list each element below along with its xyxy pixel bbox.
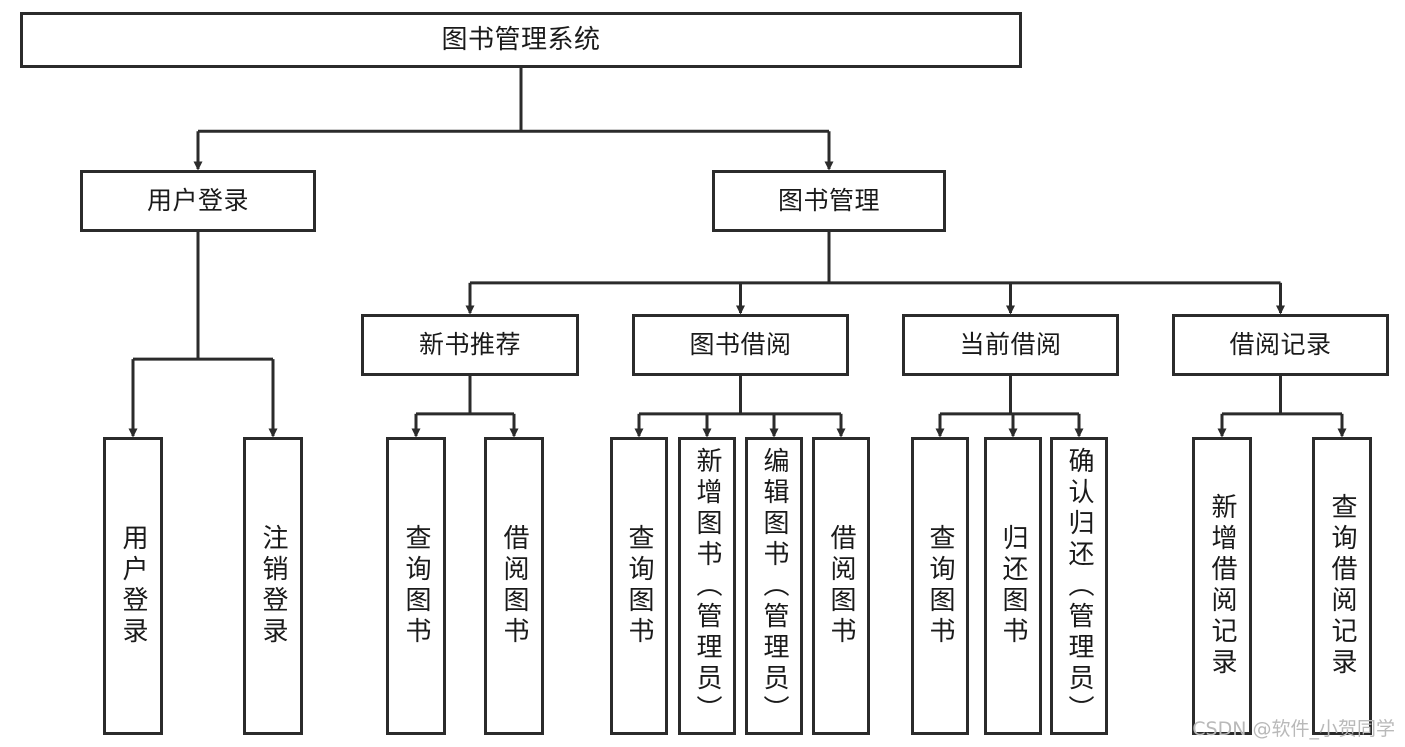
- node-label-leaf-re-add: 新增借阅记录: [1207, 493, 1237, 679]
- node-label-borrow: 图书借阅: [689, 330, 792, 360]
- node-label-leaf-nb-query: 查询图书: [401, 524, 431, 648]
- node-login[interactable]: 用户登录: [80, 170, 316, 232]
- node-records[interactable]: 借阅记录: [1172, 314, 1389, 376]
- node-label-leaf-bo-query: 查询图书: [624, 524, 654, 648]
- node-leaf-re-query[interactable]: 查询借阅记录: [1312, 437, 1372, 735]
- node-label-leaf-bo-edit: 编辑图书（管理员）: [759, 447, 789, 726]
- node-root[interactable]: 图书管理系统: [20, 12, 1022, 68]
- node-label-leaf-bo-add: 新增图书（管理员）: [692, 447, 722, 726]
- node-label-newbook: 新书推荐: [418, 330, 521, 360]
- node-label-leaf-logout: 注销登录: [258, 524, 288, 648]
- node-borrow[interactable]: 图书借阅: [632, 314, 849, 376]
- node-label-leaf-bo-borrow: 借阅图书: [826, 524, 856, 648]
- node-leaf-nb-query[interactable]: 查询图书: [386, 437, 446, 735]
- node-bookmgmt[interactable]: 图书管理: [712, 170, 946, 232]
- node-label-records: 借阅记录: [1229, 330, 1332, 360]
- node-leaf-cu-confirm[interactable]: 确认归还（管理员）: [1050, 437, 1108, 735]
- node-label-leaf-re-query: 查询借阅记录: [1327, 493, 1357, 679]
- node-leaf-cu-return[interactable]: 归还图书: [984, 437, 1042, 735]
- node-label-current: 当前借阅: [959, 330, 1062, 360]
- node-leaf-re-add[interactable]: 新增借阅记录: [1192, 437, 1252, 735]
- node-label-login: 用户登录: [146, 186, 249, 216]
- node-label-root: 图书管理系统: [441, 24, 601, 55]
- node-leaf-login[interactable]: 用户登录: [103, 437, 163, 735]
- csdn-watermark: CSDN @软件_小贺同学: [1192, 718, 1395, 740]
- node-label-leaf-cu-return: 归还图书: [998, 524, 1028, 648]
- node-label-leaf-cu-confirm: 确认归还（管理员）: [1064, 447, 1094, 726]
- node-leaf-logout[interactable]: 注销登录: [243, 437, 303, 735]
- node-leaf-bo-edit[interactable]: 编辑图书（管理员）: [745, 437, 803, 735]
- node-label-leaf-login: 用户登录: [118, 524, 148, 648]
- node-leaf-bo-query[interactable]: 查询图书: [610, 437, 668, 735]
- node-leaf-nb-borrow[interactable]: 借阅图书: [484, 437, 544, 735]
- node-newbook[interactable]: 新书推荐: [361, 314, 579, 376]
- node-leaf-bo-add[interactable]: 新增图书（管理员）: [678, 437, 736, 735]
- node-label-leaf-nb-borrow: 借阅图书: [499, 524, 529, 648]
- node-current[interactable]: 当前借阅: [902, 314, 1119, 376]
- node-leaf-bo-borrow[interactable]: 借阅图书: [812, 437, 870, 735]
- node-label-leaf-cu-query: 查询图书: [925, 524, 955, 648]
- node-leaf-cu-query[interactable]: 查询图书: [911, 437, 969, 735]
- node-label-bookmgmt: 图书管理: [777, 186, 880, 216]
